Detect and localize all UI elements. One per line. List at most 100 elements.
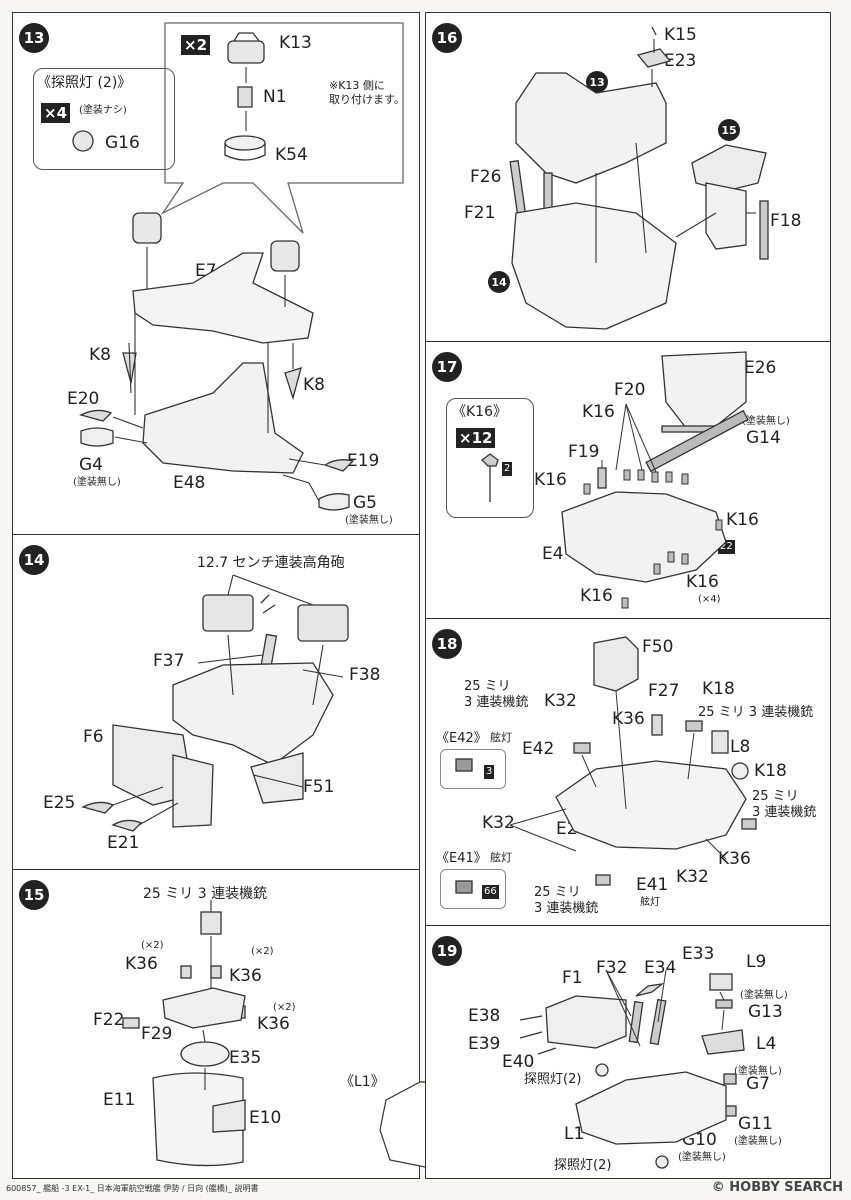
ref-step-13: 13 [586,71,608,93]
ref-step-15: 15 [718,119,740,141]
part-label-e21: E21 [107,833,140,853]
part-label-g16: G16 [105,133,140,153]
k36-qty-left: (×2) [141,940,164,951]
step-14-title: 12.7 センチ連装高角砲 [197,555,345,571]
e42-inset-sub: 舷灯 [490,731,512,744]
mg-label-4a: 25 ミリ [534,885,581,900]
qty-badge-k13: ×2 [181,35,211,55]
part-label-e42: E42 [522,739,555,759]
step-13-diagram [72,22,404,511]
step-19-diagram [519,969,745,1169]
part-label-e40: E40 [502,1052,535,1072]
part-label-g11: G11 [738,1114,773,1134]
part-label-k15: K15 [664,25,697,45]
part-label-k13: K13 [279,33,312,53]
searchlight-label-top: 探照灯(2) [524,1072,582,1087]
part-label-f20: F20 [614,380,646,400]
part-label-k32-top: K32 [544,691,577,711]
step-15-diagram [122,900,246,1167]
k36-qty-mid: (×2) [251,946,274,957]
part-label-e26: E26 [744,358,777,378]
part-label-f38: F38 [349,665,381,685]
part-label-k16-bottom-left: K16 [580,586,613,606]
part-label-l9: L9 [746,952,767,972]
g5-note: (塗装無し) [345,515,393,526]
part-label-e34: E34 [644,958,677,978]
part-label-k32-bottom: K32 [676,867,709,887]
step-17-number: 17 [432,352,462,382]
part-label-f32: F32 [596,958,628,978]
part-label-e4: E4 [542,544,564,564]
part-label-f29: F29 [141,1024,173,1044]
part-label-k36-mid: K36 [229,966,262,986]
part-label-g13: G13 [748,1002,783,1022]
part-label-e39: E39 [468,1034,501,1054]
step-13-number: 13 [19,23,49,53]
part-label-g5: G5 [353,493,377,513]
mg-label-1b: 3 連装機銃 [464,695,529,710]
e41-note: 舷灯 [640,897,660,908]
part-label-e20: E20 [67,389,100,409]
part-label-k8-right: K8 [303,375,325,395]
g13-note: (塗装無し) [740,990,788,1001]
step-15-title: 25 ミリ 3 連装機銃 [143,886,268,902]
unpainted-note: (塗装ナシ) [79,105,127,116]
g7-note: (塗装無し) [734,1066,782,1077]
part-label-e11: E11 [103,1090,136,1110]
step-14-diagram [81,574,349,832]
part-label-g14: G14 [746,428,781,448]
step-14-panel: 14 12.7 センチ連装高角砲 F37 F38 F6 F51 E25 E21 [12,534,420,870]
step-15-number: 15 [19,880,49,910]
part-label-f26: F26 [470,167,502,187]
ref-step-14: 14 [488,271,510,293]
e41-inset-sub: 舷灯 [490,851,512,864]
step-19-panel: 19 F1 F32 E33 E34 L9 (塗装無し) G13 E38 L4 E… [425,925,831,1179]
part-label-f6: F6 [83,727,104,747]
part-label-f51: F51 [303,777,335,797]
part-label-k16-top: K16 [582,402,615,422]
e41-inset-title: 《E41》 [436,851,487,866]
part-label-e19: E19 [347,451,380,471]
g4-note: (塗装無し) [73,477,121,488]
l1-inset-title: 《L1》 [340,1074,385,1090]
mg-label-4b: 3 連装機銃 [534,901,599,916]
part-label-k8-left: K8 [89,345,111,365]
part-label-k54: K54 [275,145,308,165]
part-label-k16-left: K16 [534,470,567,490]
step-18-diagram [455,636,757,894]
qty-badge: ×4 [41,103,71,123]
part-label-f27: F27 [648,681,680,701]
part-label-k36-left: K36 [125,954,158,974]
part-label-f1: F1 [562,968,583,988]
g10-note: (塗装無し) [678,1152,726,1163]
k16-paint-tag-2: 2 [502,462,513,476]
step-16-panel: 16 K15 E23 13 15 F26 F21 F18 14 [425,12,831,342]
part-label-f37: F37 [153,651,185,671]
part-label-k16-right: K16 [726,510,759,530]
part-label-e41: E41 [636,875,669,895]
k36-qty-right: (×2) [273,1002,296,1013]
part-label-e25: E25 [43,793,76,813]
searchlight-callout-title: 《探照灯 (2)》 [37,75,132,91]
part-label-l1: L1 [564,1124,585,1144]
step-19-number: 19 [432,936,462,966]
mg-label-3b: 3 連装機銃 [752,805,817,820]
k16-x4: (×4) [698,594,721,605]
part-label-e38: E38 [468,1006,501,1026]
attach-note-2: 取り付けます。 [329,93,405,106]
g11-note: (塗装無し) [734,1136,782,1147]
step-17-panel: 17 《K16》 ×12 2 E26 F20 K16 (塗装無し) G14 F1… [425,341,831,619]
part-label-k36-right: K36 [257,1014,290,1034]
part-label-l8: L8 [730,737,751,757]
part-label-k36-right: K36 [718,849,751,869]
part-label-n1: N1 [263,87,287,107]
step-18-number: 18 [432,629,462,659]
part-label-f18: F18 [770,211,802,231]
e41-tag-66: 66 [482,885,499,899]
part-label-k18-right: K18 [754,761,787,781]
part-label-k16-bottom: K16 [686,572,719,592]
step-18-panel: 18 F50 25 ミリ 3 連装機銃 K32 F27 K18 K36 25 ミ… [425,618,831,926]
step-13-panel: 13 《探照灯 (2)》 ×4 (塗装ナシ) G16 ×2 K13 N1 ※K1… [12,12,420,535]
part-label-k18-top: K18 [702,679,735,699]
k16-callout-title: 《K16》 [452,404,507,420]
